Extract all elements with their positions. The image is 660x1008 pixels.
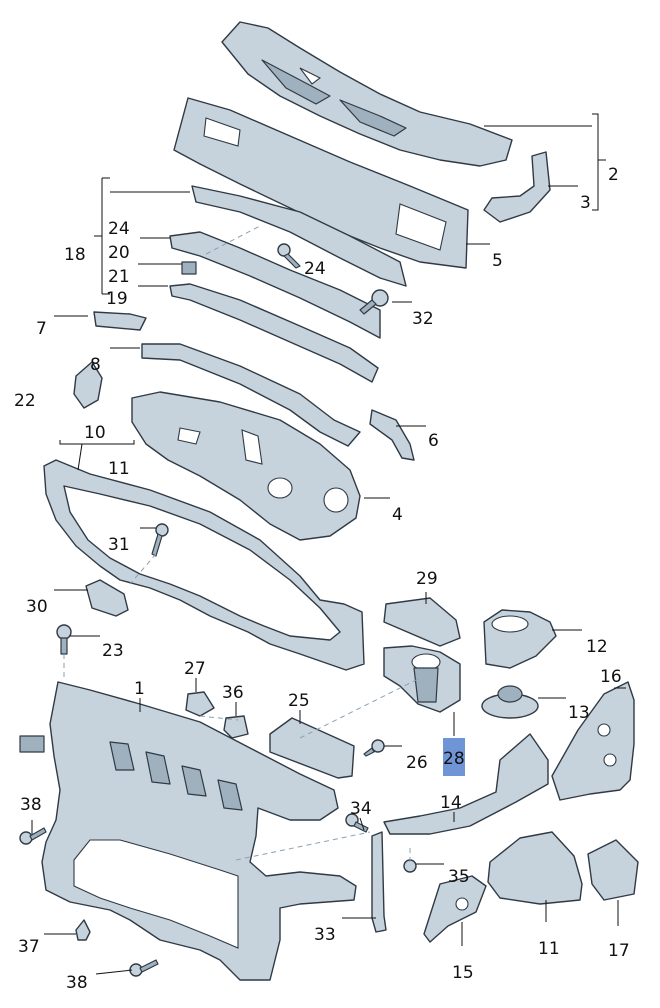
part-6-bracket[interactable] [369, 409, 415, 461]
part-11-wheel-arch[interactable] [487, 831, 583, 905]
callout-2[interactable]: 2 [608, 165, 619, 185]
callout-1[interactable]: 1 [134, 679, 145, 699]
callout-25[interactable]: 25 [288, 691, 310, 711]
assembly-lines [63, 225, 421, 862]
callout-labels: 2 3 5 18 24 20 21 19 24 32 7 8 22 6 10 1… [14, 165, 630, 993]
part-2-plenum-panel[interactable] [221, 21, 513, 167]
callout-4[interactable]: 4 [392, 505, 403, 525]
callout-19[interactable]: 19 [106, 289, 128, 309]
callout-12[interactable]: 12 [586, 637, 608, 657]
callout-24a[interactable]: 24 [108, 219, 130, 239]
part-38-bolt-lower[interactable] [129, 959, 159, 977]
callout-11b[interactable]: 11 [538, 939, 560, 959]
part-3-bracket[interactable] [483, 151, 551, 223]
part-28-intake-housing[interactable] [383, 645, 461, 713]
part-8-rail[interactable] [141, 343, 361, 447]
callout-30[interactable]: 30 [26, 597, 48, 617]
callout-14[interactable]: 14 [440, 793, 462, 813]
part-36-bracket[interactable] [223, 715, 249, 739]
part-34-bolt[interactable] [345, 813, 369, 833]
leader-lines [31, 113, 626, 975]
callout-8[interactable]: 8 [90, 355, 101, 375]
callout-38b[interactable]: 38 [66, 973, 88, 993]
callout-17[interactable]: 17 [608, 941, 630, 961]
part-25-air-guide[interactable] [269, 717, 355, 779]
part-26-bolt[interactable] [363, 739, 385, 757]
callout-16[interactable]: 16 [600, 667, 622, 687]
callout-3[interactable]: 3 [580, 193, 591, 213]
part-37-clip[interactable] [75, 919, 91, 941]
part-29-intake-cover[interactable] [383, 597, 461, 647]
callout-26[interactable]: 26 [406, 753, 428, 773]
callout-15[interactable]: 15 [452, 963, 474, 983]
part-24-seal-strip[interactable] [169, 231, 381, 339]
callout-20[interactable]: 20 [108, 243, 130, 263]
callout-38a[interactable]: 38 [20, 795, 42, 815]
callout-27[interactable]: 27 [184, 659, 206, 679]
part-22-bracket[interactable] [73, 361, 103, 409]
part-12-strut-mount[interactable] [483, 609, 557, 669]
part-23-bolt[interactable] [56, 624, 72, 655]
part-5-cowl-panel[interactable] [173, 97, 469, 269]
part-18-seal-strip[interactable] [191, 185, 407, 287]
part-15-bracket[interactable] [423, 875, 487, 943]
part-31-bolt[interactable] [151, 523, 169, 557]
callout-31[interactable]: 31 [108, 535, 130, 555]
callout-24b[interactable]: 24 [304, 259, 326, 279]
part-33-support[interactable] [371, 831, 387, 933]
callout-36[interactable]: 36 [222, 683, 244, 703]
part-19-seal-strip[interactable] [169, 283, 379, 383]
part-30-bracket[interactable] [85, 579, 129, 617]
part-21-clip[interactable] [181, 261, 197, 275]
callout-33[interactable]: 33 [314, 925, 336, 945]
callout-6[interactable]: 6 [428, 431, 439, 451]
part-38-bolt-upper[interactable] [19, 827, 47, 845]
callout-21[interactable]: 21 [108, 267, 130, 287]
callout-28[interactable]: 28 [443, 749, 465, 769]
callout-10[interactable]: 10 [84, 423, 106, 443]
part-10-seal-frame[interactable] [43, 459, 365, 671]
callout-32[interactable]: 32 [412, 309, 434, 329]
callout-34[interactable]: 34 [350, 799, 372, 819]
callout-18[interactable]: 18 [64, 245, 86, 265]
callout-13[interactable]: 13 [568, 703, 590, 723]
part-27-bracket[interactable] [185, 691, 215, 717]
part-24-bolt[interactable] [277, 243, 301, 269]
callout-7[interactable]: 7 [36, 319, 47, 339]
callout-23[interactable]: 23 [102, 641, 124, 661]
part-16-side-panel[interactable] [551, 681, 635, 801]
part-17-bracket[interactable] [587, 839, 639, 901]
highlight-box [443, 738, 465, 776]
part-4-bulkhead[interactable] [131, 391, 361, 541]
callout-35[interactable]: 35 [448, 867, 470, 887]
part-7-clip[interactable] [93, 311, 147, 331]
part-32-bolt[interactable] [359, 289, 389, 315]
part-1-radiator-support[interactable] [19, 681, 357, 981]
callout-29[interactable]: 29 [416, 569, 438, 589]
part-13-strut-plate[interactable] [481, 685, 539, 719]
part-14-longitudinal-member[interactable] [383, 733, 549, 835]
callout-22[interactable]: 22 [14, 391, 36, 411]
callout-5[interactable]: 5 [492, 251, 503, 271]
callout-11a[interactable]: 11 [108, 459, 130, 479]
callout-37[interactable]: 37 [18, 937, 40, 957]
